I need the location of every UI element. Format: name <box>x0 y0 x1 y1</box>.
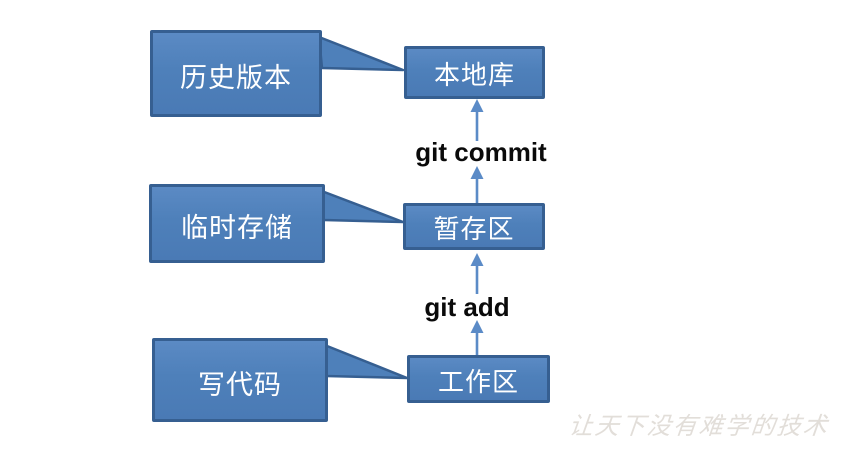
callout-tail-code <box>320 342 409 380</box>
callout-history-version: 历史版本 <box>150 30 322 117</box>
node-local-repo: 本地库 <box>404 46 545 99</box>
arrow-git-commit-lower-head-icon <box>470 166 484 179</box>
callout-write-code-label: 写代码 <box>198 369 282 400</box>
callout-temp-storage-label: 临时存储 <box>181 213 293 243</box>
node-working-area: 工作区 <box>407 355 550 403</box>
watermark: 让天下没有难学的技术 <box>567 414 831 440</box>
node-staging-area-label: 暂存区 <box>433 215 515 244</box>
arrow-git-commit-upper-head-icon <box>470 99 484 112</box>
node-staging-area: 暂存区 <box>403 203 545 250</box>
callout-tail-temp <box>317 188 405 224</box>
callout-write-code: 写代码 <box>152 338 328 422</box>
arrow-git-add-upper-head-icon <box>470 253 484 266</box>
callout-history-version-label: 历史版本 <box>180 63 292 93</box>
label-git-add: git add <box>424 292 510 322</box>
arrow-git-add-lower-head-icon <box>470 320 484 333</box>
node-working-area-label: 工作区 <box>437 367 519 397</box>
callout-tail-history <box>317 35 405 72</box>
label-git-commit: git commit <box>415 137 547 167</box>
callout-temp-storage: 临时存储 <box>149 184 325 263</box>
node-local-repo-label: 本地库 <box>433 61 515 90</box>
